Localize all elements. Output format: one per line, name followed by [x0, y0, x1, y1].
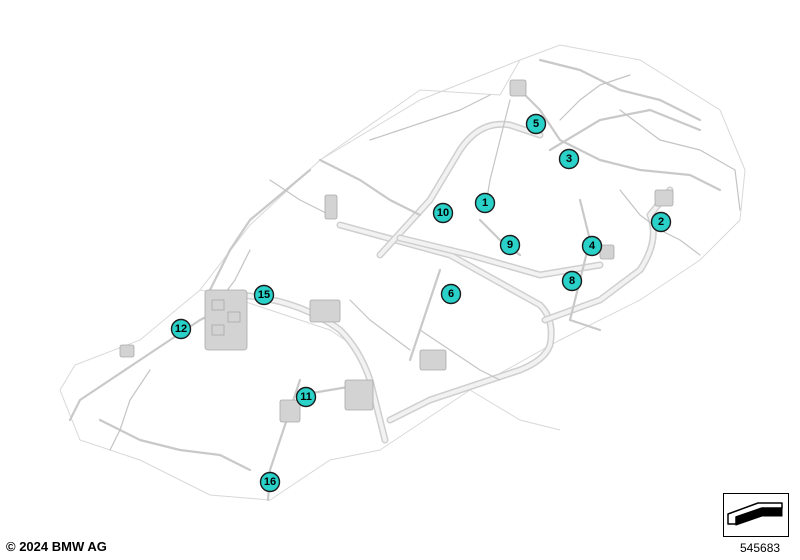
callout-6: 6 [440, 283, 462, 305]
svg-text:5: 5 [533, 118, 539, 130]
copyright-notice: © 2024 BMW AG [6, 539, 107, 554]
svg-text:10: 10 [437, 207, 449, 219]
main-harness [236, 120, 674, 444]
callout-8: 8 [561, 270, 583, 292]
svg-text:3: 3 [566, 153, 572, 165]
callout-16: 16 [259, 471, 281, 493]
callouts: 1 2 3 4 5 6 8 9 10 11 12 [170, 113, 672, 493]
callout-10: 10 [432, 202, 454, 224]
svg-text:2: 2 [658, 216, 664, 228]
svg-text:4: 4 [589, 240, 596, 252]
callout-15: 15 [253, 284, 275, 306]
callout-1: 1 [474, 192, 496, 214]
figure-number: 545683 [740, 541, 781, 555]
svg-text:1: 1 [482, 197, 488, 209]
vehicle-orientation-icon [723, 493, 789, 537]
svg-text:12: 12 [175, 323, 187, 335]
callout-5: 5 [525, 113, 547, 135]
svg-text:15: 15 [258, 289, 270, 301]
callout-9: 9 [499, 234, 521, 256]
secondary-wiring [68, 58, 741, 502]
connectors [119, 79, 674, 423]
callout-12: 12 [170, 318, 192, 340]
svg-text:6: 6 [448, 288, 454, 300]
svg-text:16: 16 [264, 476, 276, 488]
callout-4: 4 [581, 235, 603, 257]
callout-11: 11 [295, 386, 317, 408]
callout-2: 2 [650, 211, 672, 233]
svg-text:11: 11 [300, 391, 312, 403]
callout-3: 3 [558, 148, 580, 170]
svg-text:8: 8 [569, 275, 575, 287]
svg-text:9: 9 [507, 239, 513, 251]
